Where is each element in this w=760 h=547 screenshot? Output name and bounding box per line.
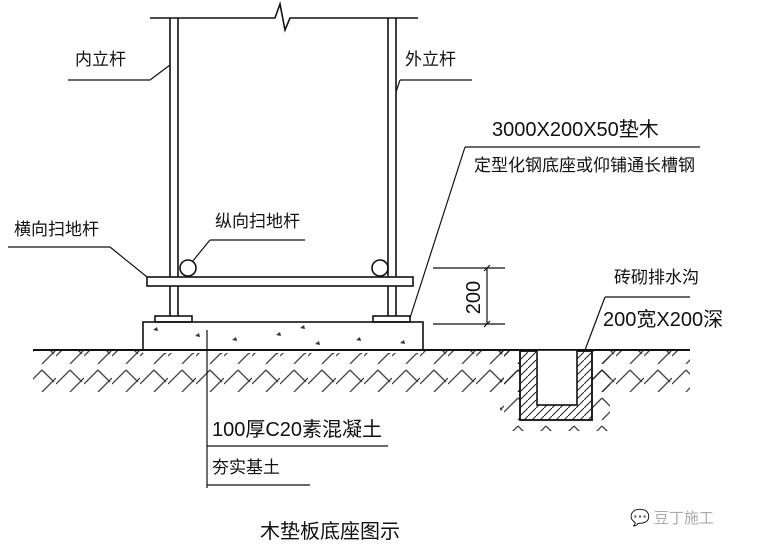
figure-title: 木垫板底座图示 xyxy=(260,519,400,543)
concrete-pad xyxy=(142,321,424,351)
label-wood-pad: 3000X200X50垫木 xyxy=(492,119,659,141)
longitudinal-bar-left xyxy=(179,259,197,277)
label-inner-post: 内立杆 xyxy=(75,50,126,70)
label-concrete: 100厚C20素混凝土 xyxy=(212,419,383,441)
label-drain-ditch: 砖砌排水沟 xyxy=(614,268,699,288)
drain-channel xyxy=(536,349,578,406)
label-drain-size: 200宽X200深 xyxy=(603,309,724,331)
longitudinal-bar-right xyxy=(371,259,389,277)
inner-post xyxy=(169,18,179,316)
base-plate-right xyxy=(372,315,411,323)
concrete-aggregate xyxy=(153,325,405,345)
dimension-text: 200 xyxy=(463,280,486,315)
label-longitudinal-sweep-bar: 纵向扫地杆 xyxy=(215,212,300,232)
label-transverse-sweep-bar: 横向扫地杆 xyxy=(14,220,99,240)
label-outer-post: 外立杆 xyxy=(405,50,456,70)
outer-post xyxy=(387,18,397,316)
label-steel-base: 定型化钢底座或仰铺通长槽钢 xyxy=(474,156,695,176)
label-compacted-soil: 夯实基土 xyxy=(212,458,280,478)
wechat-icon: 💬 xyxy=(630,508,650,527)
transverse-sweep-bar xyxy=(146,276,414,287)
break-line xyxy=(150,0,418,33)
base-plate-left xyxy=(154,315,193,323)
watermark-text: 豆丁施工 xyxy=(653,509,714,527)
watermark: 💬 豆丁施工 xyxy=(630,507,714,528)
dimension-line xyxy=(433,264,505,328)
